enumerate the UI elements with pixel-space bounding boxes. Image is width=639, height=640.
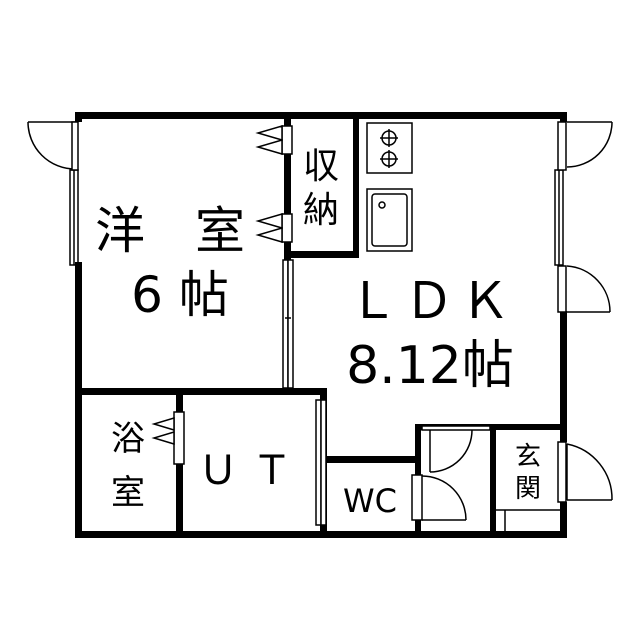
entrance-step — [496, 509, 560, 531]
svg-text:浴: 浴 — [111, 419, 145, 459]
storage-folding-doors — [255, 125, 293, 243]
door-swing-east-mid — [557, 265, 611, 313]
label-western-room: 洋 室 6 帖 — [95, 202, 245, 324]
sliding-door-ut — [315, 399, 327, 526]
window-west — [69, 169, 79, 266]
stove-icon — [366, 122, 413, 174]
sliding-door-western-room — [282, 259, 294, 389]
bath-folding-door — [151, 411, 185, 465]
svg-text:収: 収 — [303, 146, 339, 187]
door-swing-west — [27, 121, 79, 171]
label-bath: 浴 室 — [111, 419, 145, 513]
door-swing-wc — [411, 474, 467, 521]
svg-text:8.12帖: 8.12帖 — [346, 336, 514, 396]
svg-text:納: 納 — [303, 190, 339, 231]
door-swing-hall — [421, 425, 491, 473]
label-toilet: WC — [343, 482, 397, 520]
svg-text:6 帖: 6 帖 — [131, 266, 229, 324]
exterior-walls — [75, 112, 567, 538]
svg-text:玄: 玄 — [515, 442, 541, 472]
svg-text:ＬＤＫ: ＬＤＫ — [348, 272, 516, 330]
svg-text:洋 室: 洋 室 — [95, 202, 245, 260]
svg-text:WC: WC — [343, 482, 397, 520]
svg-text:室: 室 — [111, 473, 145, 513]
svg-text:関: 関 — [515, 474, 541, 504]
door-swing-east-top — [557, 121, 613, 171]
label-storage: 収 納 — [303, 146, 339, 231]
label-utility: ＵＴ — [198, 448, 306, 494]
svg-text:ＵＴ: ＵＴ — [198, 448, 306, 494]
label-ldk: ＬＤＫ 8.12帖 — [346, 272, 516, 396]
sink-icon — [366, 188, 413, 252]
door-swing-entrance — [557, 441, 613, 503]
window-east — [554, 169, 564, 266]
label-entrance: 玄 関 — [515, 442, 541, 504]
